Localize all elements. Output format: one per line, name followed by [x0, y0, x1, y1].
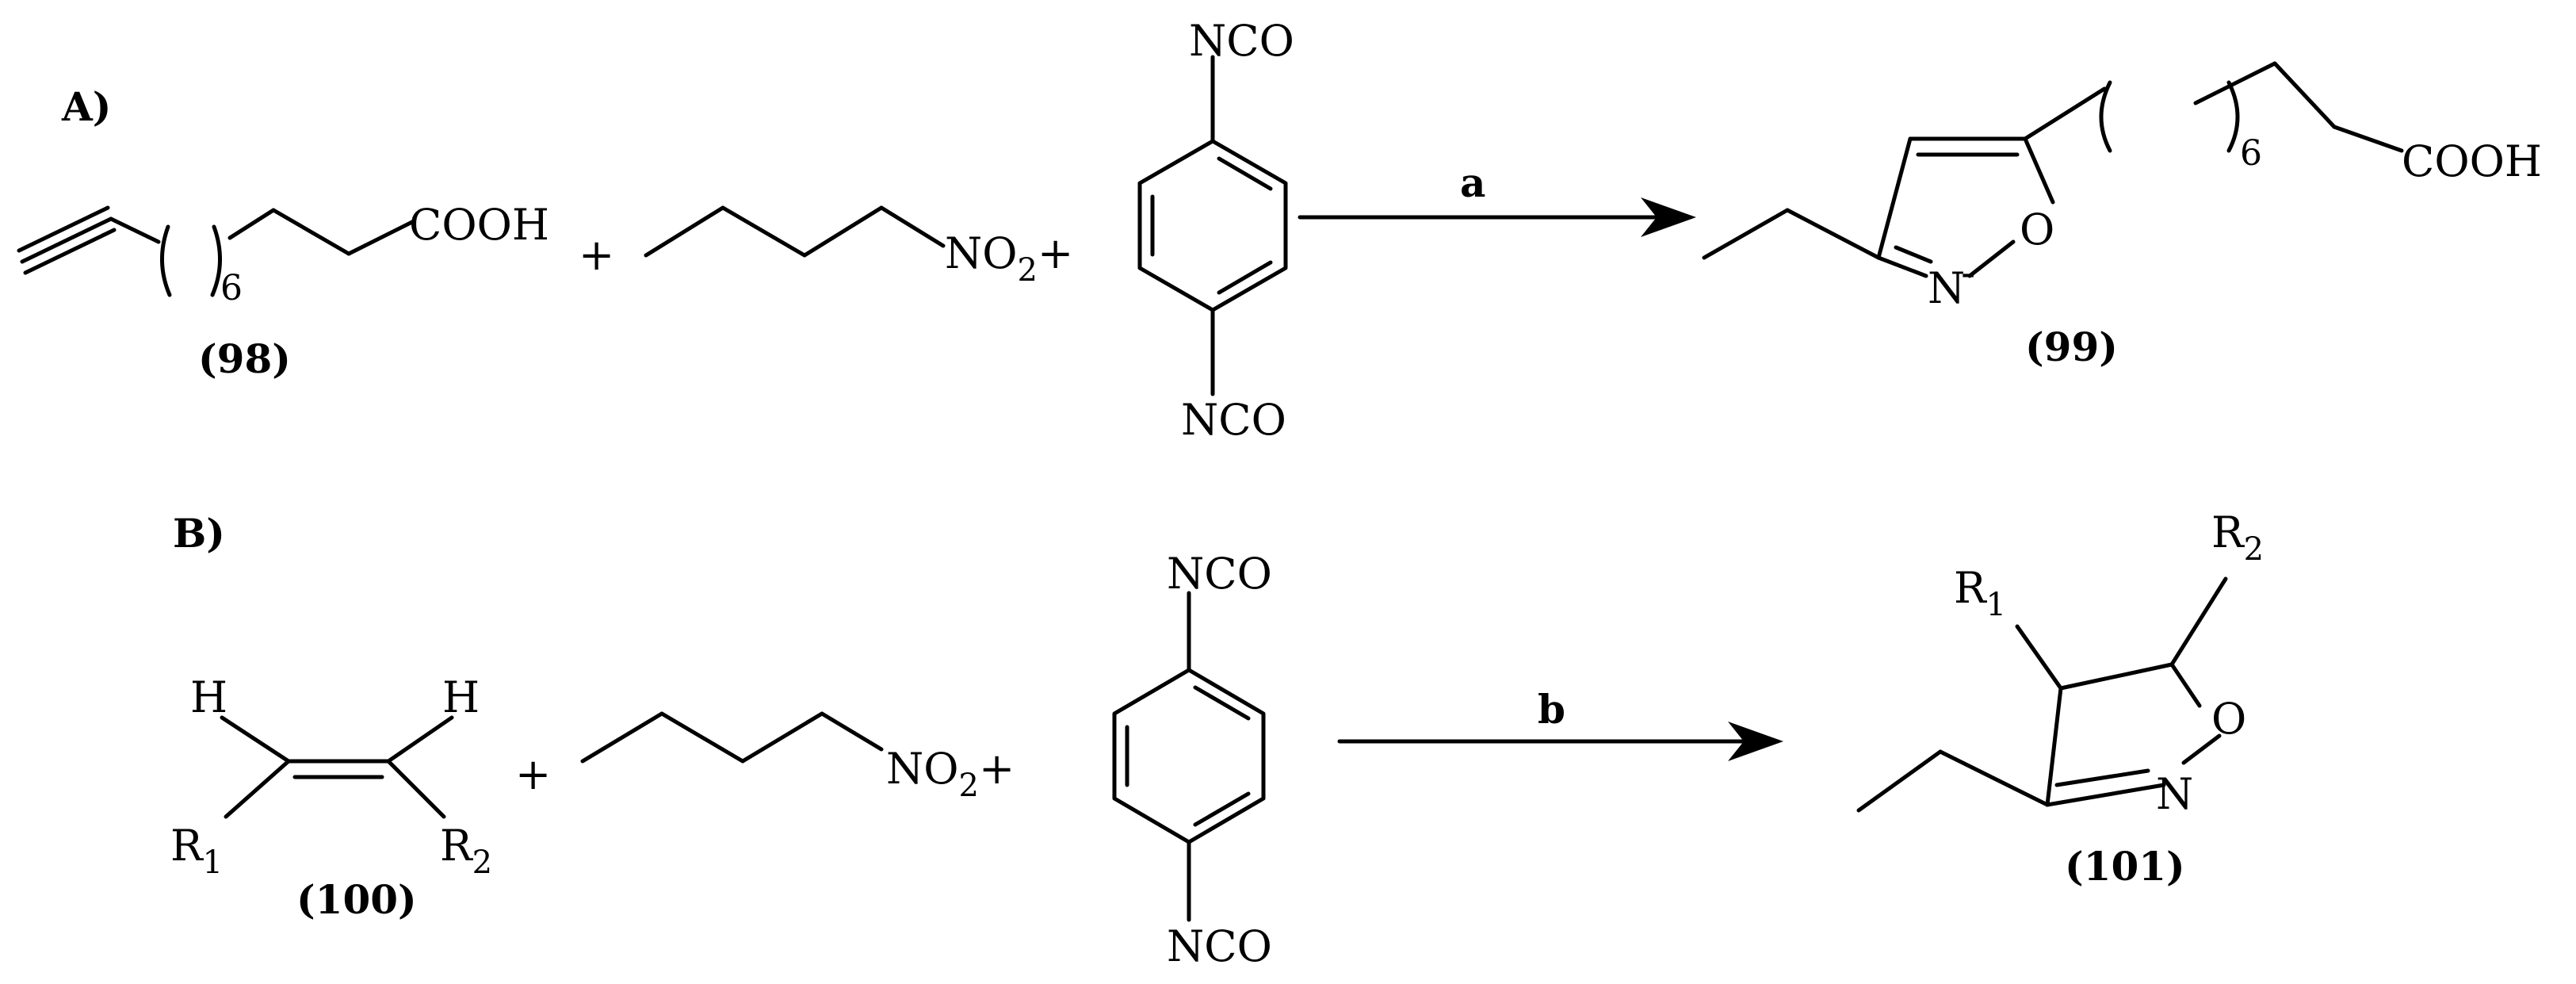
repeat-count-98: 6 — [220, 268, 243, 308]
phenylene-diisocyanate-structure-b — [1112, 591, 1266, 922]
plus-sign-b2: + — [979, 744, 1015, 794]
no2-text-a: NO — [945, 228, 1018, 278]
r1-substituent-101: R1 — [1954, 563, 2006, 623]
compound-label-99: (99) — [2025, 324, 2118, 370]
r1-letter-100: R — [170, 821, 204, 871]
compound-98-structure — [17, 205, 415, 297]
plus-sign-a2: + — [1038, 228, 1073, 278]
condition-label-b: b — [1538, 686, 1565, 733]
r1-substituent-100: R1 — [170, 821, 223, 881]
cooh-group-98: COOH — [409, 200, 549, 250]
hydrogen-left-100: H — [190, 672, 227, 722]
compound-100-structure — [220, 715, 454, 819]
ring-oxygen-99: O — [2020, 205, 2054, 255]
ring-nitrogen-101: N — [2156, 769, 2193, 819]
compound-label-101: (101) — [2065, 843, 2185, 890]
panel-a-label: A) — [61, 83, 111, 130]
r1-subscript-101: 1 — [1986, 587, 2006, 623]
hydrogen-right-100: H — [442, 672, 480, 722]
plus-sign-a1: + — [579, 230, 614, 280]
ring-nitrogen-99: N — [1928, 263, 1965, 313]
nitrobutane-structure-a — [644, 205, 946, 258]
no2-text-b: NO — [886, 744, 959, 794]
compound-99-structure — [1702, 61, 2404, 278]
phenylene-diisocyanate-structure-a — [1137, 55, 1288, 396]
condition-label-a: a — [1460, 159, 1485, 206]
ring-oxygen-101: O — [2211, 694, 2246, 744]
no2-group-b: NO2+ — [886, 744, 1015, 804]
compound-101-structure — [1856, 576, 2228, 813]
nco-bottom-a: NCO — [1181, 395, 1286, 445]
plus-sign-b1: + — [515, 749, 551, 799]
nco-top-b: NCO — [1167, 549, 1272, 599]
r2-subscript-101: 2 — [2244, 531, 2264, 568]
r2-substituent-100: R2 — [440, 821, 492, 881]
no2-subscript-b: 2 — [959, 768, 979, 804]
r2-letter-100: R — [440, 821, 473, 871]
repeat-count-99: 6 — [2240, 133, 2262, 174]
r1-letter-101: R — [1954, 563, 1987, 613]
cooh-group-99: COOH — [2402, 136, 2542, 186]
r2-subscript-100: 2 — [472, 844, 492, 881]
nitrogen-oxygen-dash-99: - — [1961, 247, 1975, 297]
compound-label-98: (98) — [198, 335, 291, 382]
compound-label-100: (100) — [296, 876, 417, 923]
r2-letter-101: R — [2211, 507, 2245, 557]
no2-group-a: NO2+ — [945, 228, 1073, 289]
r2-substituent-101: R2 — [2211, 507, 2264, 568]
r1-subscript-100: 1 — [203, 844, 223, 881]
nco-bottom-b: NCO — [1167, 921, 1272, 971]
nco-top-a: NCO — [1189, 16, 1294, 66]
panel-b-label: B) — [173, 510, 225, 557]
no2-subscript-a: 2 — [1018, 252, 1038, 289]
nitrobutane-structure-b — [580, 711, 884, 764]
